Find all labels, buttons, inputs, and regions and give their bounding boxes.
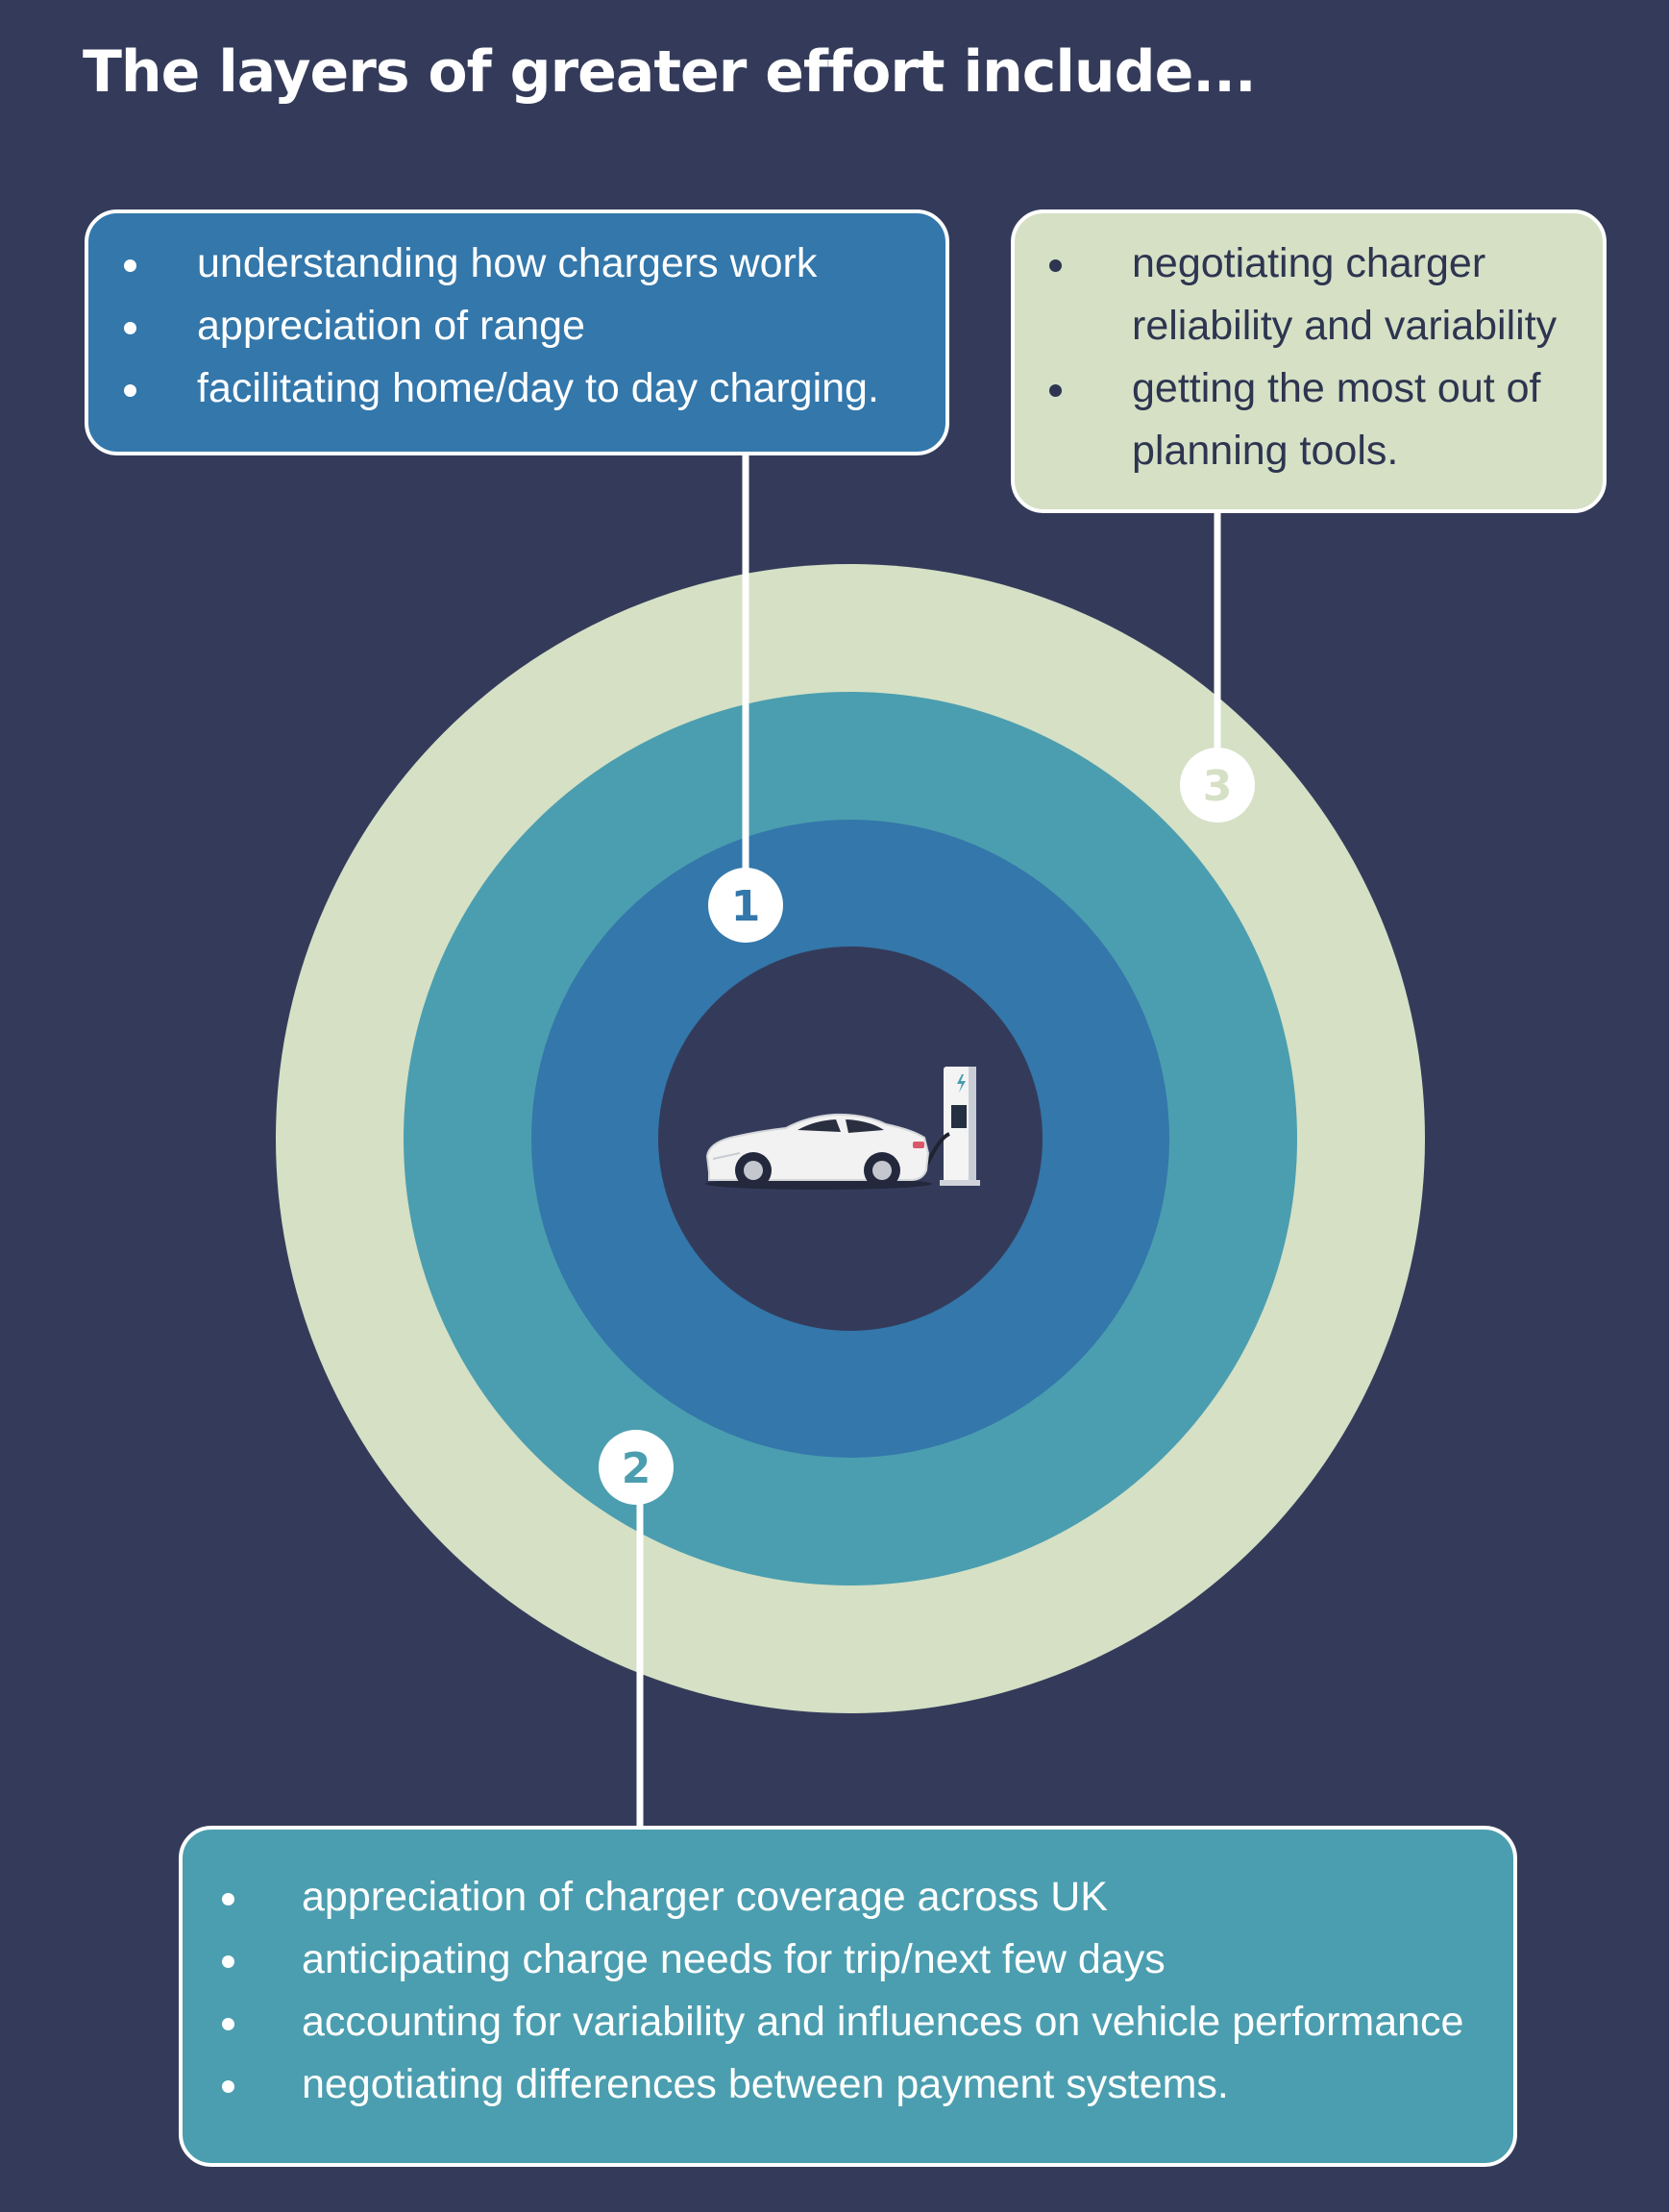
list-item: accounting for variability and influence… xyxy=(222,1991,1513,2053)
list-item: appreciation of charger coverage across … xyxy=(222,1866,1513,1929)
list-item: negotiating differences between payment … xyxy=(222,2053,1513,2116)
list-item: negotiating charger reliability and vari… xyxy=(1049,233,1583,357)
electric-car-icon xyxy=(705,1113,932,1190)
layer-1-box: understanding how chargers work apprecia… xyxy=(85,209,949,455)
layer-1-list: understanding how chargers work apprecia… xyxy=(88,213,945,420)
list-item: getting the most out of planning tools. xyxy=(1049,357,1583,482)
list-item: understanding how chargers work xyxy=(124,233,945,295)
layer-1-number: 1 xyxy=(731,882,761,931)
list-item: anticipating charge needs for trip/next … xyxy=(222,1929,1513,1991)
layer-3-box: negotiating charger reliability and vari… xyxy=(1011,209,1607,513)
list-item: facilitating home/day to day charging. xyxy=(124,357,945,420)
electric-car-charging-icon xyxy=(705,1067,980,1190)
layer-1-marker: 1 xyxy=(708,868,783,943)
layer-3-number: 3 xyxy=(1203,762,1233,811)
layer-3-marker: 3 xyxy=(1180,748,1255,823)
list-item: appreciation of range xyxy=(124,295,945,357)
layer-2-marker: 2 xyxy=(599,1430,674,1505)
layer-2-list: appreciation of charger coverage across … xyxy=(183,1830,1513,2116)
layer-3-list: negotiating charger reliability and vari… xyxy=(1015,213,1603,482)
page-title: The layers of greater effort include... xyxy=(83,38,1257,106)
charging-station-icon xyxy=(940,1067,980,1186)
layer-2-box: appreciation of charger coverage across … xyxy=(179,1826,1517,2167)
layer-2-number: 2 xyxy=(622,1444,651,1493)
